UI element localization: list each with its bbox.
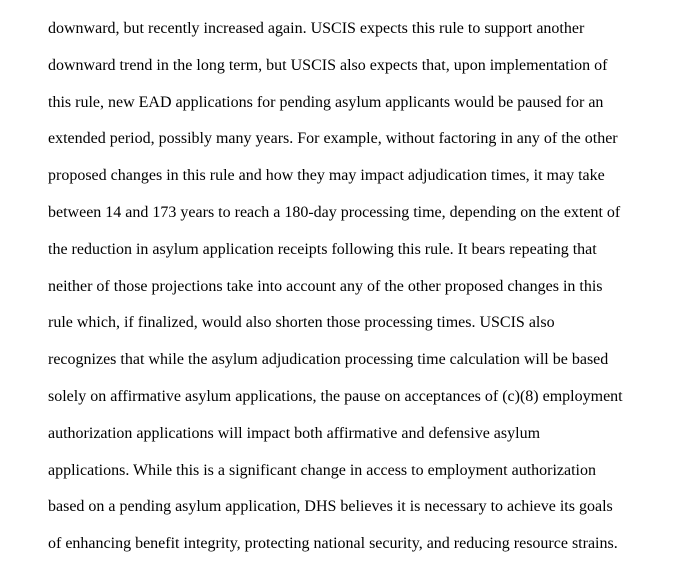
text-line: downward, but recently increased again. … (48, 20, 585, 37)
text-line: this rule, new EAD applications for pend… (48, 93, 604, 111)
text-line: downward trend in the long term, but USC… (48, 56, 608, 74)
text-line: recognizes that while the asylum adjudic… (48, 351, 609, 369)
text-line: neither of those projections take into a… (48, 277, 603, 295)
text-line: rule which, if finalized, would also sho… (48, 314, 555, 332)
text-line: of enhancing benefit integrity, protecti… (48, 535, 618, 553)
document-body: downward, but recently increased again. … (48, 18, 668, 570)
text-line: between 14 and 173 years to reach a 180-… (48, 203, 621, 221)
text-line: based on a pending asylum application, D… (48, 498, 613, 516)
text-line: authorization applications will impact b… (48, 424, 541, 442)
text-line: applications. While this is a significan… (48, 461, 596, 479)
text-line: proposed changes in this rule and how th… (48, 167, 605, 185)
text-line: the reduction in asylum application rece… (48, 240, 597, 258)
text-line: extended period, possibly many years. Fo… (48, 130, 618, 148)
text-line: solely on affirmative asylum application… (48, 387, 623, 405)
